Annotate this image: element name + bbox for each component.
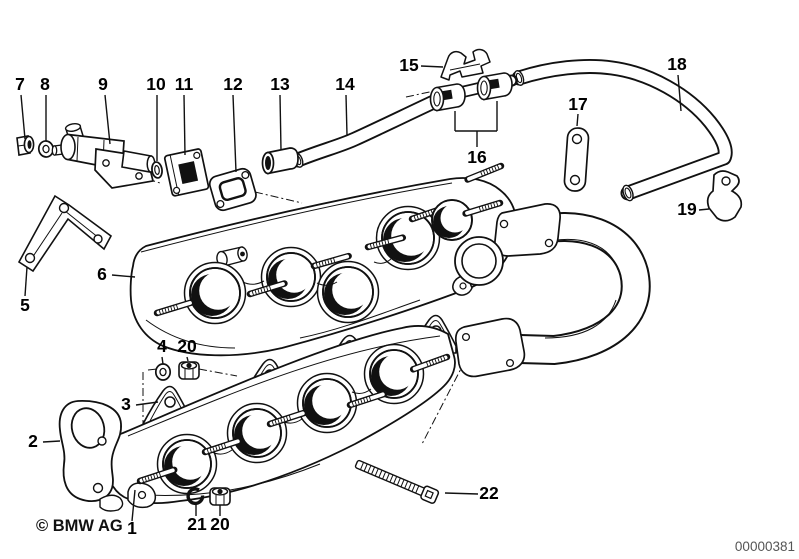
callout-6[interactable]: 6 [97,264,107,284]
diagram-number: 00000381 [735,539,795,554]
callout-12[interactable]: 12 [223,74,243,94]
callout-3[interactable]: 3 [121,394,131,414]
part-upper-manifold-6 [129,177,518,357]
manifold-port [363,343,425,405]
callout-1[interactable]: 1 [127,518,137,538]
callout-11[interactable]: 11 [175,74,194,94]
part-end-flange-2 [58,400,124,512]
callout-8[interactable]: 8 [40,74,50,94]
callout-14[interactable]: 14 [335,74,355,94]
callout-15[interactable]: 15 [399,55,419,75]
part-sleeve-13 [261,147,299,175]
part-u-pipe [454,203,651,378]
part-valve-9 [51,123,156,189]
part-strap-17 [563,127,590,192]
callout-10[interactable]: 10 [146,74,166,94]
callout-18[interactable]: 18 [667,54,687,74]
callout-16[interactable]: 16 [467,147,487,167]
callout-5[interactable]: 5 [20,295,30,315]
part-lockwasher-21 [186,487,205,506]
manifold-port [183,261,247,325]
part-nut-20-upper [178,361,200,380]
callout-20b[interactable]: 20 [210,514,230,534]
callout-19[interactable]: 19 [677,199,697,219]
callout-labels: 7 8 9 10 11 12 13 14 15 16 17 18 19 6 5 … [15,54,697,538]
part-cable-tie-22 [354,459,440,504]
callout-2[interactable]: 2 [28,431,38,451]
part-lower-manifold-1 [105,314,457,509]
part-bracket-5 [17,194,113,273]
manifold-port [260,246,322,308]
callout-21[interactable]: 21 [187,514,207,534]
part-flange-gasket-ring [452,236,504,296]
manifold-port [226,402,288,464]
part-bracket-19 [706,170,743,222]
callout-17[interactable]: 17 [568,94,587,114]
copyright-text: © BMW AG [36,517,123,535]
callout-4[interactable]: 4 [157,336,167,356]
manifold-port [316,260,380,324]
callout-7[interactable]: 7 [15,74,25,94]
part-end-collar [431,163,502,241]
part-block-11 [163,148,210,197]
manifold-port [156,433,218,495]
callout-13[interactable]: 13 [270,74,290,94]
part-ring-10 [151,161,163,179]
manifold-port [296,372,358,434]
leader-lines [20,65,710,522]
part-hose-14 [290,91,448,168]
callout-9[interactable]: 9 [98,74,108,94]
part-nut-7 [16,135,35,156]
part-hose-18 [511,59,733,202]
part-nut-20-lower [209,487,231,506]
part-clamps-16 [429,72,518,112]
part-gasket-12 [208,167,257,212]
callout-22[interactable]: 22 [479,483,499,503]
part-clip-15 [440,48,491,81]
callout-20a[interactable]: 20 [177,336,197,356]
part-washer-4 [154,363,172,381]
